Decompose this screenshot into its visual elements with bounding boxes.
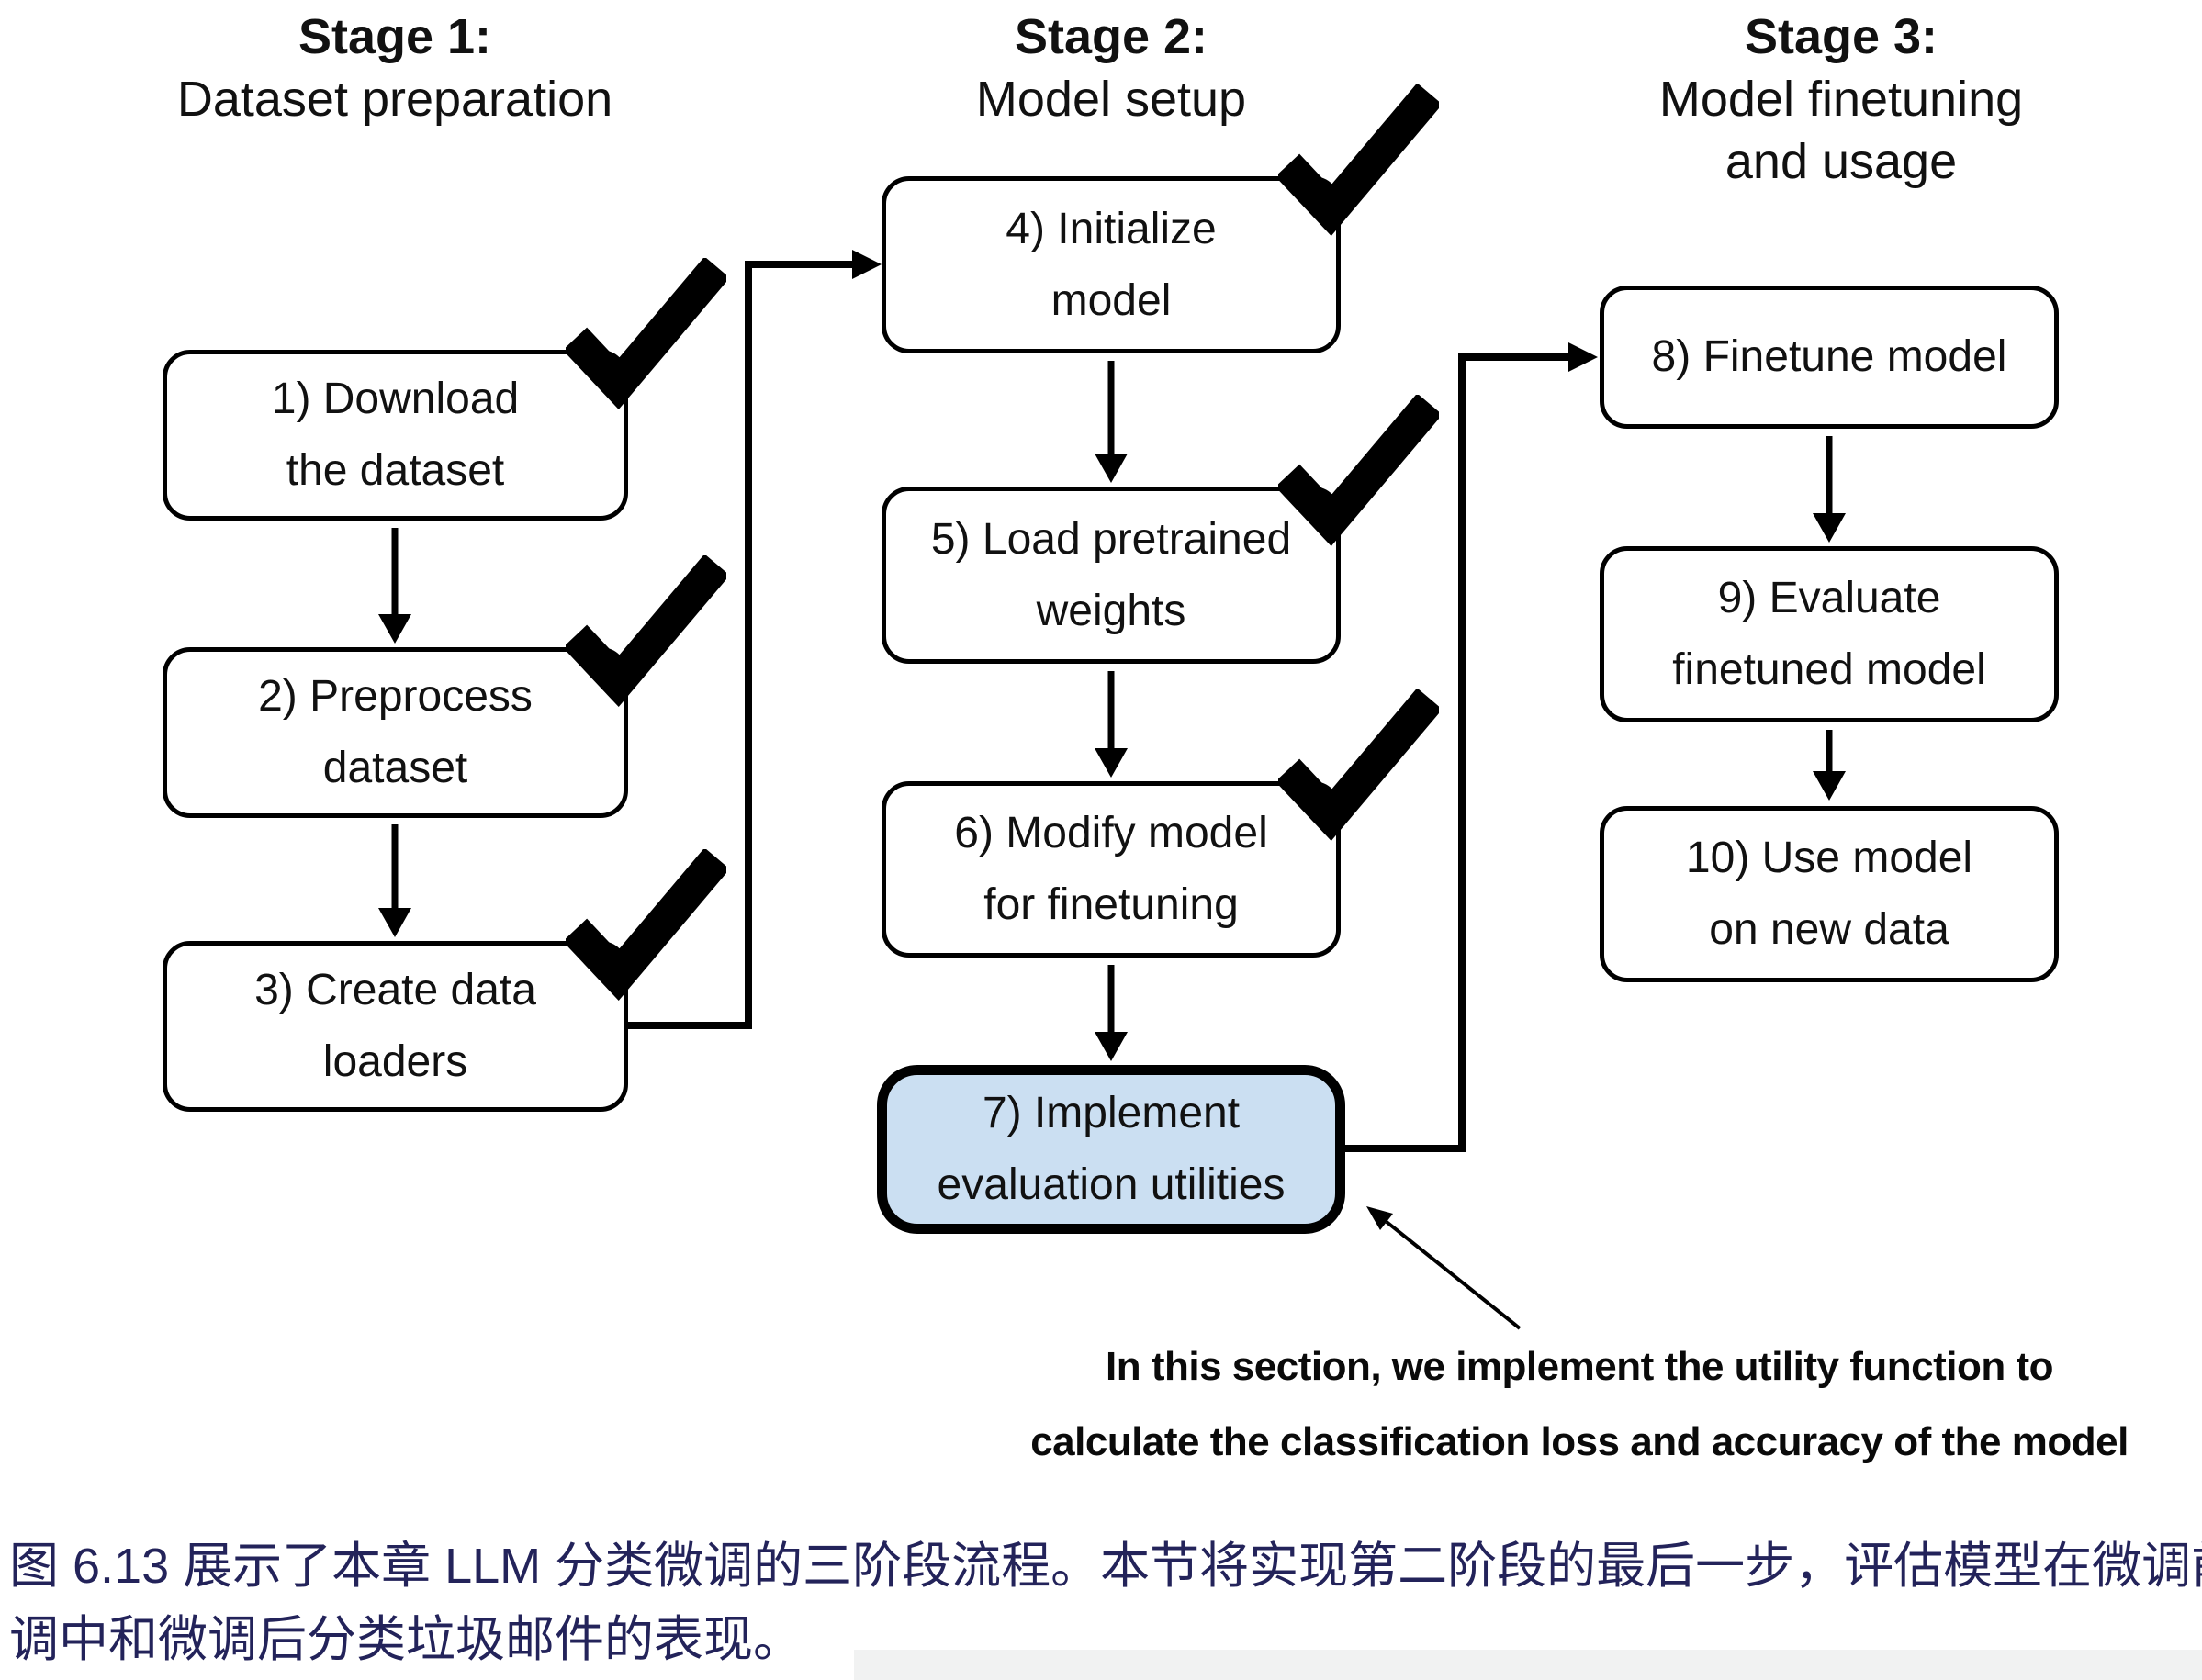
step-label: 3) Create data [254, 966, 536, 1014]
checkmark-icon [566, 555, 726, 708]
annotation-text: In this section, we implement the utilit… [964, 1329, 2195, 1480]
step-box-8: 8) Finetune model [1600, 286, 2059, 429]
step-box-2: 2) Preprocess dataset [163, 555, 726, 818]
step-box-5: 5) Load pretrained weights [882, 395, 1439, 664]
step-label: 2) Preprocess [258, 672, 533, 721]
stage-1-subtitle: Dataset preparation [176, 72, 613, 127]
checkmark-icon [1278, 689, 1439, 842]
step-label: evaluation utilities [937, 1160, 1286, 1209]
caption-line-1: 图 6.13 展示了本章 LLM 分类微调的三阶段流程。本节将实现第二阶段的最后… [9, 1539, 2202, 1594]
step-label: 10) Use model [1685, 834, 1973, 882]
stage-1-header: Stage 1: Dataset preparation [96, 6, 693, 130]
step-box-10: 10) Use model on new data [1600, 806, 2059, 982]
down-arrow-icon [1813, 730, 1846, 801]
step-label: the dataset [286, 446, 505, 495]
down-arrow-icon [1095, 671, 1128, 778]
step-label: model [1050, 275, 1172, 325]
checkmark-icon [1278, 395, 1439, 547]
step-label: dataset [322, 744, 468, 792]
down-arrow-icon [1813, 436, 1846, 543]
down-arrow-icon [378, 824, 411, 937]
stage-3-subtitle: Model finetuning [1658, 72, 2024, 127]
annotation-arrow [1366, 1206, 1522, 1330]
step-label: finetuned model [1672, 645, 1986, 694]
step-box-4: 4) Initialize model [882, 84, 1439, 353]
step-box-9: 9) Evaluate finetuned model [1600, 546, 2059, 722]
stage-3-title: Stage 3: [1744, 9, 1938, 64]
checkmark-icon [1278, 84, 1439, 237]
stage-3-subtitle-line2: and usage [1725, 134, 1958, 189]
step-label: 7) Implement [982, 1089, 1241, 1137]
caption-line-2: 调中和微调后分类垃圾邮件的表现。 [9, 1612, 803, 1667]
step-label: loaders [322, 1037, 468, 1086]
step-label: 4) Initialize [1006, 204, 1217, 253]
stage-2-title: Stage 2: [1014, 9, 1208, 64]
step-label: 9) Evaluate [1717, 574, 1941, 622]
step-label: 6) Modify model [954, 809, 1268, 857]
step-label: 5) Load pretrained [930, 514, 1292, 564]
annotation-line-1: In this section, we implement the utilit… [1106, 1344, 2054, 1389]
checkmark-icon [566, 258, 726, 410]
stage-3-header: Stage 3: Model finetuning and usage [1543, 6, 2140, 193]
down-arrow-icon [1095, 361, 1128, 483]
stage-1-title: Stage 1: [298, 9, 492, 64]
step-label: for finetuning [983, 880, 1239, 929]
step-box-1: 1) Download the dataset [163, 258, 726, 521]
stage-2-header: Stage 2: Model setup [813, 6, 1410, 130]
step-label: 8) Finetune model [1651, 332, 2007, 381]
down-arrow-icon [378, 528, 411, 644]
caption-background-band [854, 1650, 2202, 1680]
figure-caption: 图 6.13 展示了本章 LLM 分类微调的三阶段流程。本节将实现第二阶段的最后… [9, 1529, 2202, 1676]
step-box-7: 7) Implement evaluation utilities [877, 1065, 1345, 1234]
step-label: 1) Download [271, 375, 520, 423]
step-label: on new data [1709, 905, 1949, 954]
step-box-6: 6) Modify model for finetuning [882, 689, 1439, 958]
down-arrow-icon [1095, 965, 1128, 1061]
stage-2-subtitle: Model setup [975, 72, 1247, 127]
annotation-line-2: calculate the classification loss and ac… [1030, 1419, 2129, 1464]
checkmark-icon [566, 849, 726, 1002]
step-label: weights [1036, 586, 1186, 635]
step-box-3: 3) Create data loaders [163, 849, 726, 1112]
